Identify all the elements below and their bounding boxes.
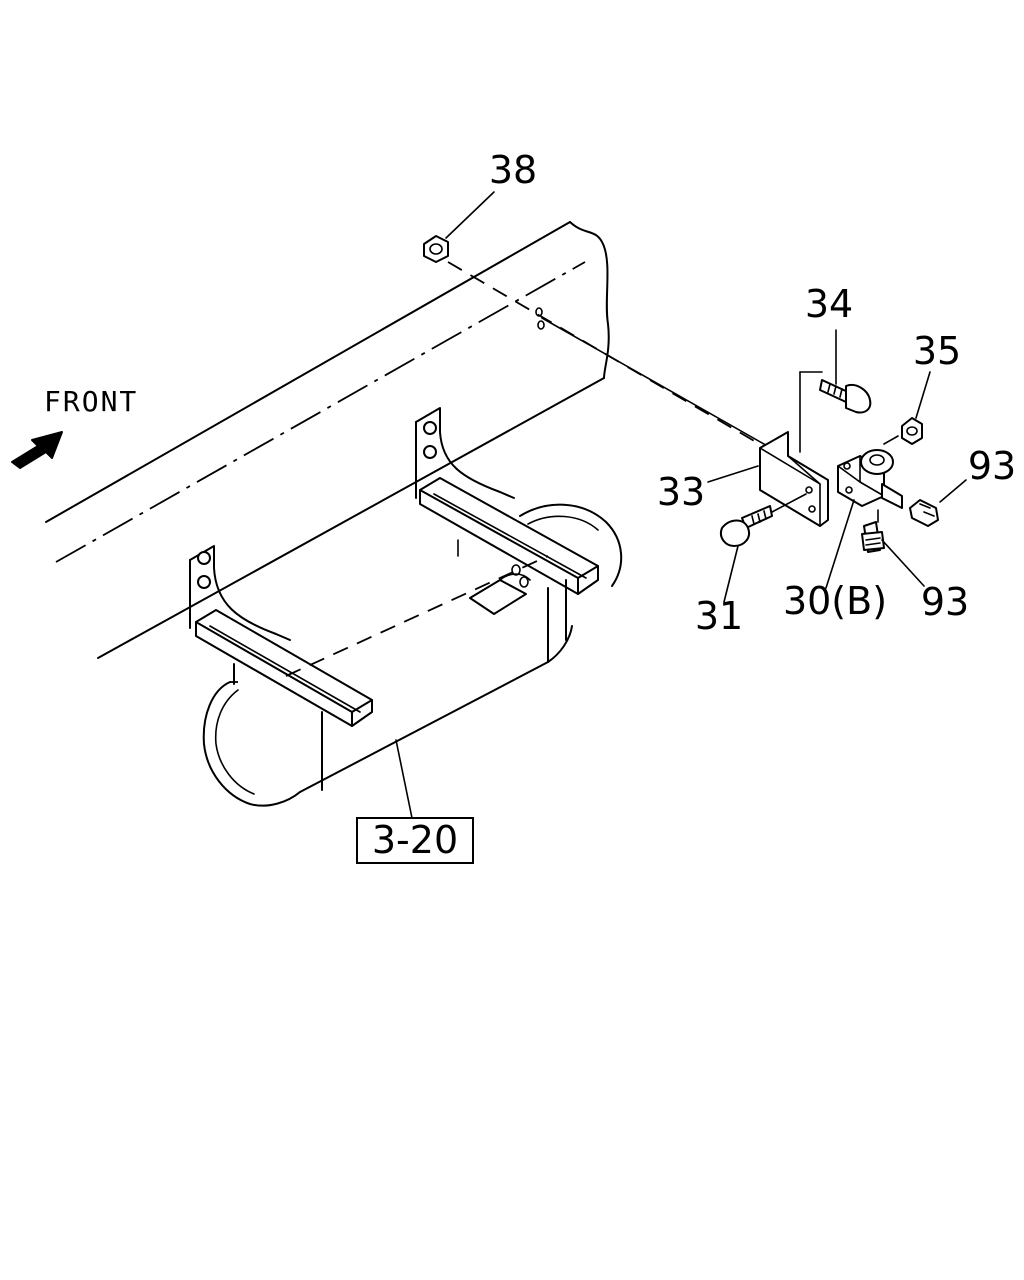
callout-93-lower[interactable]: 93 [921, 580, 969, 624]
part-93-fitting-right [909, 479, 967, 527]
front-indicator: FRONT [11, 385, 138, 469]
callout-35[interactable]: 35 [913, 329, 961, 373]
part-30b-valve [825, 449, 903, 589]
callout-93-right[interactable]: 93 [968, 444, 1016, 488]
callout-38[interactable]: 38 [489, 148, 537, 192]
callout-30b[interactable]: 30(B) [783, 579, 887, 623]
tank-bracket-front [189, 545, 373, 791]
reference-box-label: 3-20 [372, 818, 458, 862]
reference-3-20[interactable]: 3-20 [356, 739, 474, 864]
front-label: FRONT [44, 385, 138, 418]
fuel-tank [202, 503, 623, 807]
front-arrow-icon [11, 431, 63, 469]
callout-33[interactable]: 33 [657, 470, 705, 514]
part-35-nut [883, 371, 931, 445]
callout-31[interactable]: 31 [695, 594, 743, 638]
tank-bracket-rear [415, 407, 599, 663]
part-38-nut [423, 191, 495, 263]
part-31-bolt [720, 493, 807, 603]
leader-bracket-solid [541, 317, 779, 453]
part-93-fitting-lower [861, 521, 925, 587]
callout-34[interactable]: 34 [805, 282, 853, 326]
part-33-bracket [707, 431, 829, 527]
part-34-bolt [799, 329, 872, 453]
